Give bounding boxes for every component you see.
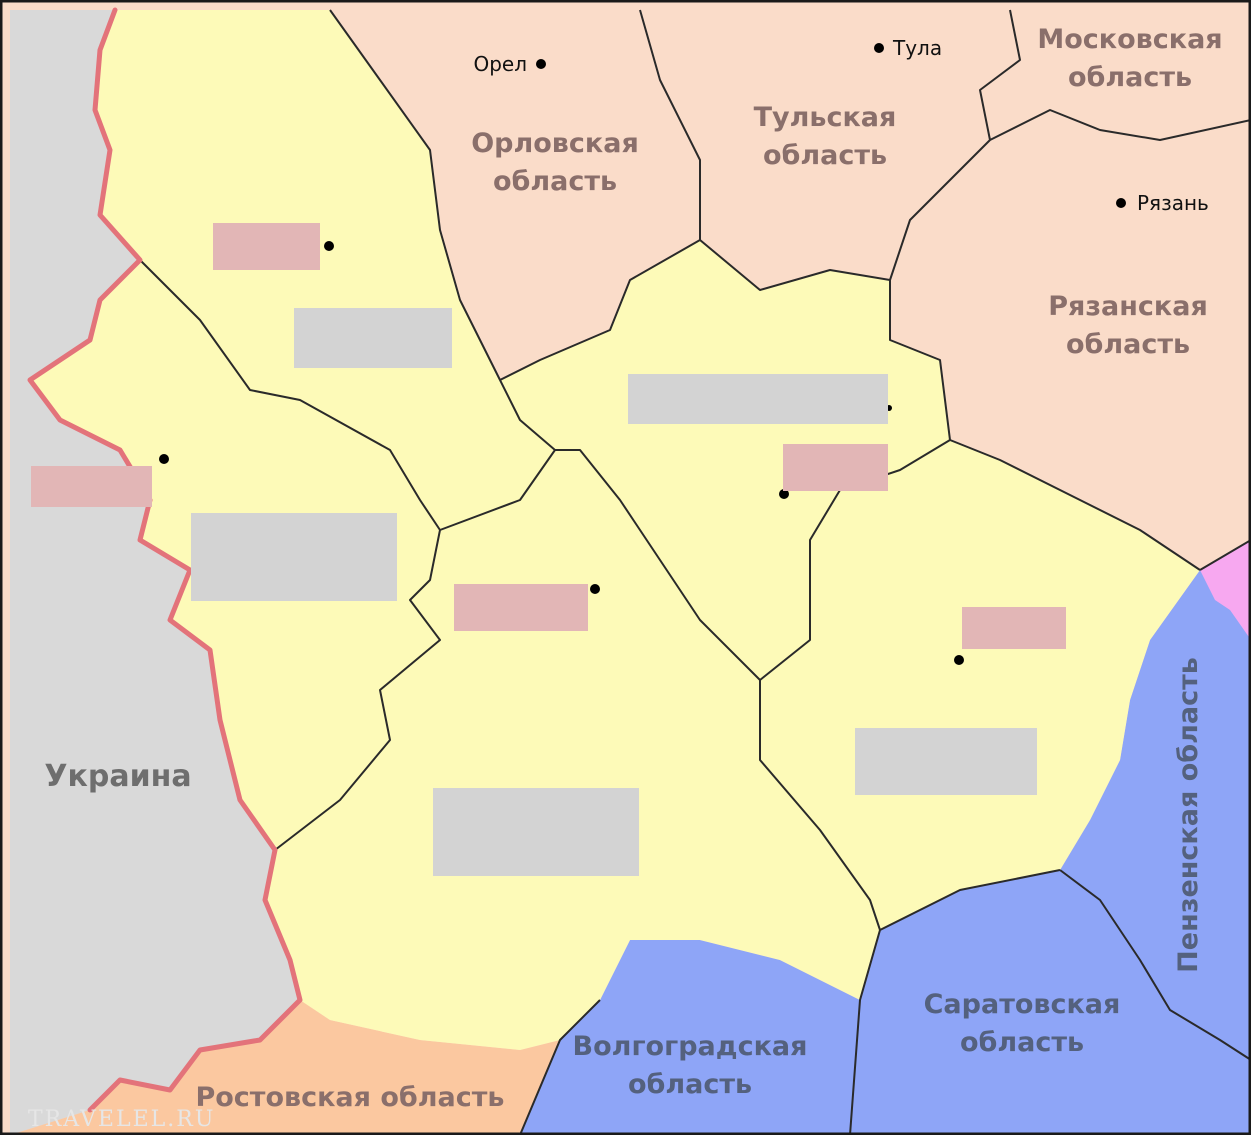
city-dot-1 bbox=[324, 241, 334, 251]
border-lines bbox=[139, 9, 1251, 1135]
hidden-region-label-2[interactable] bbox=[191, 513, 397, 601]
hidden-city-label-4[interactable] bbox=[783, 444, 888, 491]
city-dot-5 bbox=[954, 655, 964, 665]
hidden-region-label-5[interactable] bbox=[855, 728, 1037, 795]
hidden-city-label-3[interactable] bbox=[454, 584, 588, 631]
label-city-tula: Тула bbox=[892, 36, 942, 60]
city-dot-2 bbox=[159, 454, 169, 464]
border-international bbox=[27, 7, 303, 1113]
label-ukraine: Украина bbox=[44, 759, 191, 794]
watermark: TRAVELEL.RU bbox=[28, 1107, 215, 1132]
label-city-ryazan: Рязань bbox=[1137, 191, 1209, 215]
label-penza-region: Пензенская область bbox=[1173, 657, 1204, 973]
label-rostov-region: Ростовская область bbox=[195, 1082, 504, 1113]
region-tambov bbox=[760, 440, 1200, 930]
label-city-orel: Орел bbox=[473, 52, 527, 76]
city-dot-4 bbox=[779, 489, 789, 499]
city-dot-tula bbox=[874, 43, 884, 53]
region-voronezh bbox=[265, 450, 880, 1050]
hidden-city-label-5[interactable] bbox=[962, 607, 1066, 649]
region-rostov bbox=[10, 1000, 560, 1135]
hidden-region-label-1[interactable] bbox=[294, 308, 452, 368]
region-kursk bbox=[95, 10, 555, 530]
hidden-region-label-4[interactable] bbox=[433, 788, 639, 876]
region-mordovia bbox=[1200, 540, 1251, 640]
region-penza bbox=[1060, 560, 1251, 1060]
hidden-city-label-1[interactable] bbox=[213, 223, 320, 270]
city-dot-ryazan bbox=[1116, 198, 1126, 208]
region-saratov bbox=[850, 870, 1251, 1135]
hidden-region-label-3[interactable] bbox=[628, 374, 888, 424]
region-volgograd bbox=[520, 940, 860, 1135]
region-lipetsk bbox=[500, 240, 950, 680]
hidden-city-label-2[interactable] bbox=[31, 466, 152, 507]
city-dot-orel bbox=[536, 59, 546, 69]
city-dot-3 bbox=[590, 584, 600, 594]
region-ukraine bbox=[10, 10, 300, 1135]
